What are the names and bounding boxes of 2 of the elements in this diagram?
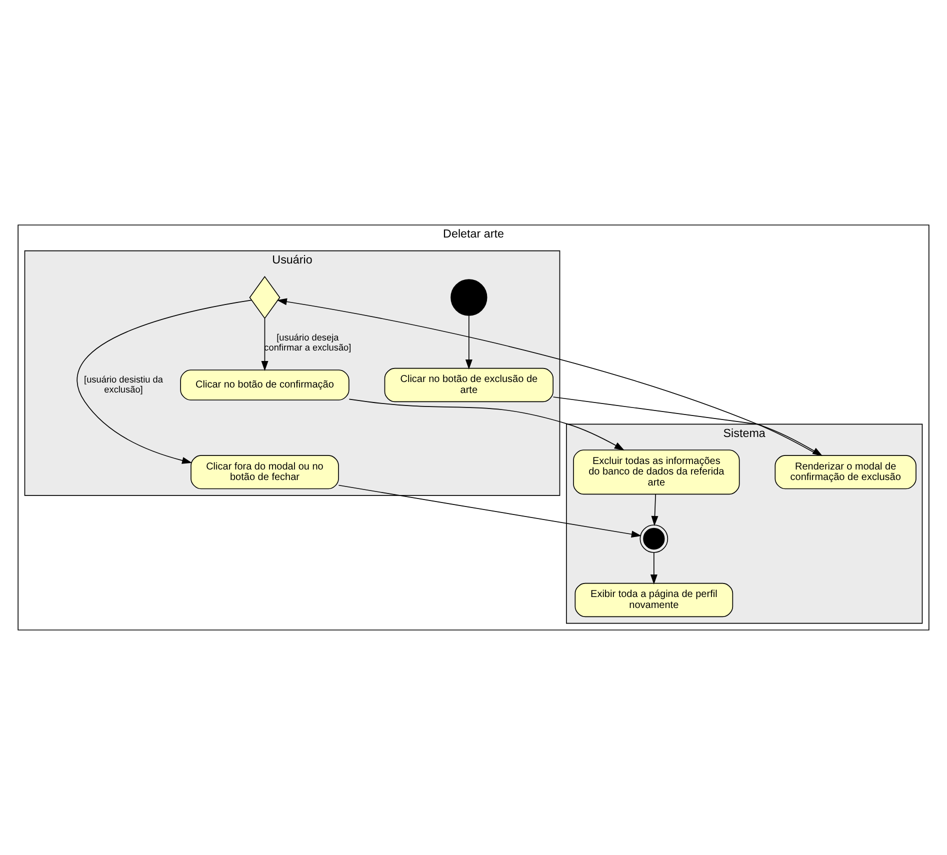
edge-label: [usuário deseja confirmar a exclusão] [264,332,352,353]
edge-label: [usuário desistiu da exclusão] [84,374,163,394]
